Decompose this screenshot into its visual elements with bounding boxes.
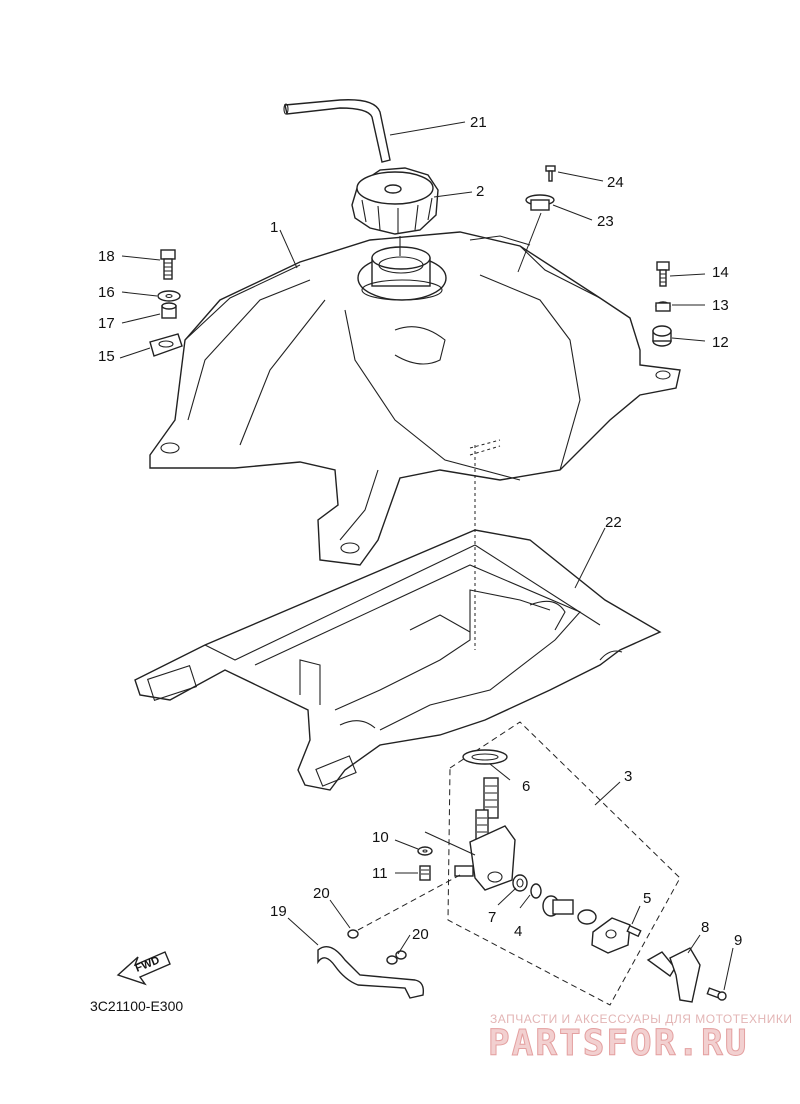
- callout-10: 10: [372, 829, 389, 846]
- callout-8: 8: [701, 919, 709, 936]
- fuel-tank: [149, 231, 681, 566]
- valve-plate: [542, 895, 631, 954]
- callout-16: 16: [98, 284, 115, 301]
- washer-10: [417, 846, 433, 856]
- watermark-tagline: ЗАПЧАСТИ И АКСЕССУАРЫ ДЛЯ МОТОТЕХНИКИ: [490, 1012, 792, 1026]
- grommet-15: [149, 333, 183, 357]
- lever-8: [646, 947, 701, 1003]
- callout-12: 12: [712, 334, 729, 351]
- clip-20-a: [347, 929, 359, 939]
- fuel-cock-assy-boundary: [447, 721, 681, 1006]
- damper-23: [525, 194, 555, 211]
- fuel-cock-body: [454, 777, 516, 891]
- o-ring-7: [512, 874, 528, 892]
- callout-20-b: 20: [412, 926, 429, 943]
- clip-20-b: [386, 950, 407, 965]
- callout-numbers: 1 2 3 4 5 6 7 8 9 10 11 12 13 14 15 16 1…: [98, 114, 742, 949]
- screw-24: [545, 165, 556, 182]
- screw-5: [626, 924, 642, 938]
- watermark: ЗАПЧАСТИ И АКСЕССУАРЫ ДЛЯ МОТОТЕХНИКИ PA…: [488, 1012, 792, 1065]
- bolt-18: [160, 249, 176, 280]
- callout-21: 21: [470, 114, 487, 131]
- washer-16: [157, 290, 181, 302]
- callout-18: 18: [98, 248, 115, 265]
- callout-15: 15: [98, 348, 115, 365]
- screw-9: [706, 987, 727, 1001]
- bolt-14: [656, 261, 670, 287]
- grommet-12: [652, 325, 672, 347]
- callout-3: 3: [624, 768, 632, 785]
- collar-13: [655, 301, 671, 312]
- tank-cover: [134, 529, 662, 791]
- callout-19: 19: [270, 903, 287, 920]
- screw-11: [419, 865, 431, 881]
- callout-11: 11: [372, 865, 388, 882]
- diagram-code: 3C21100-E300: [90, 998, 183, 1014]
- callout-14: 14: [712, 264, 729, 281]
- callout-24: 24: [607, 174, 624, 191]
- breather-hose: [283, 99, 391, 163]
- fuel-cap: [351, 167, 439, 256]
- callout-2: 2: [476, 183, 484, 200]
- leader-lines: [119, 121, 734, 991]
- callout-20-a: 20: [313, 885, 330, 902]
- callout-13: 13: [712, 297, 729, 314]
- callout-6: 6: [522, 778, 530, 795]
- callout-17: 17: [98, 315, 115, 332]
- fwd-arrow-icon: FWD: [116, 951, 171, 986]
- callout-23: 23: [597, 213, 614, 230]
- watermark-brand: PARTSFOR.RU: [488, 1023, 748, 1064]
- callout-5: 5: [643, 890, 651, 907]
- fuel-hose-19: [317, 946, 425, 999]
- callout-22: 22: [605, 514, 622, 531]
- callout-7: 7: [488, 909, 496, 926]
- callout-4: 4: [514, 923, 522, 940]
- gasket-6: [462, 749, 508, 765]
- collar-17: [161, 302, 177, 319]
- o-ring-4: [530, 883, 542, 899]
- callout-9: 9: [734, 932, 742, 949]
- callout-1: 1: [270, 219, 278, 236]
